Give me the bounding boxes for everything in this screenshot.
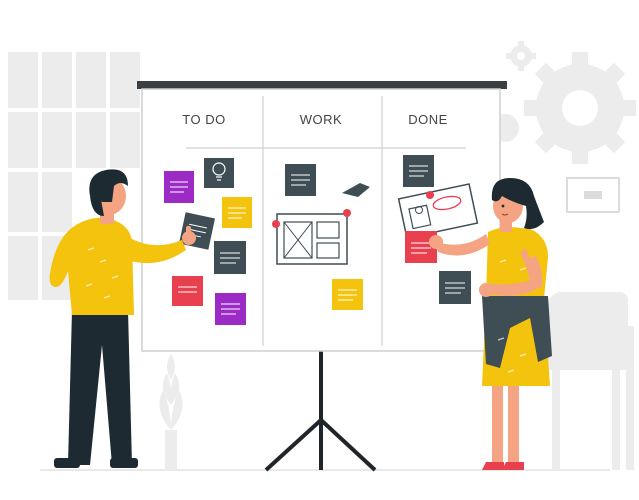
sticky-note xyxy=(405,231,437,263)
column-header-work: WORK xyxy=(300,112,342,127)
pointer-arrow-icon xyxy=(342,183,370,197)
sticky-note xyxy=(403,155,434,187)
sticky-note xyxy=(332,279,363,310)
chair xyxy=(540,292,634,470)
background-window xyxy=(8,52,140,300)
sticky-note xyxy=(214,241,246,274)
sticky-note xyxy=(285,164,316,196)
gear-icon xyxy=(506,41,536,71)
gear-icon xyxy=(524,52,636,164)
sticky-note xyxy=(439,271,471,304)
column-header-done: DONE xyxy=(408,112,448,127)
sticky-note xyxy=(215,293,246,325)
lightbulb-icon xyxy=(212,162,226,181)
profile-card-icon xyxy=(397,183,479,239)
sticky-note xyxy=(172,276,203,306)
board-top-bar xyxy=(137,81,507,89)
wireframe-icon xyxy=(272,209,351,265)
column-header-todo: TO DO xyxy=(182,112,225,127)
sticky-note xyxy=(164,171,194,203)
plant xyxy=(159,354,183,470)
board-stand xyxy=(264,350,377,472)
woman-figure xyxy=(429,178,552,470)
column-dividers xyxy=(186,96,466,346)
man-figure xyxy=(49,169,196,468)
sticky-note xyxy=(222,197,252,228)
wall-frame xyxy=(566,177,620,213)
